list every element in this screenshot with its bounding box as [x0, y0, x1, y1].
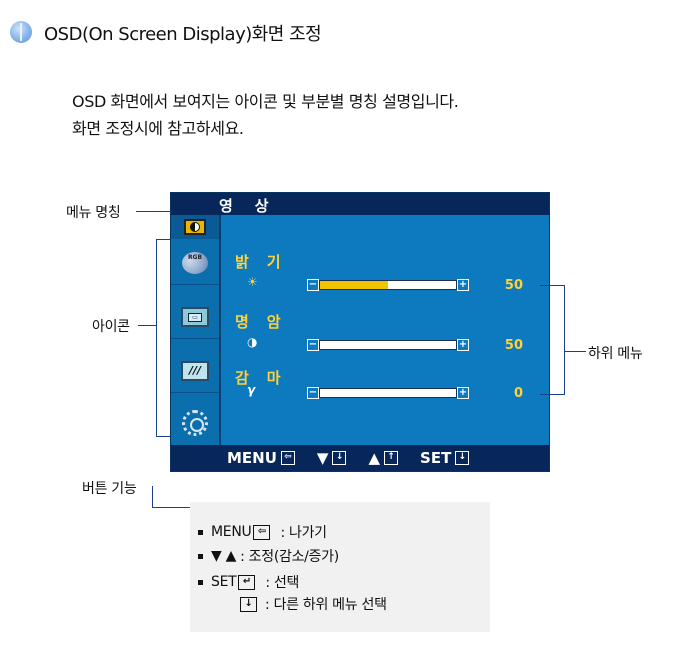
- callout-line-buttons: [152, 486, 153, 508]
- slider-plus-button[interactable]: +: [457, 279, 469, 291]
- up-arrow-icon: ↑: [384, 451, 399, 465]
- set-arrow-icon: ↓: [455, 451, 470, 465]
- osd-menu-title: 영상: [219, 197, 291, 215]
- contrast-value: 50: [504, 338, 523, 353]
- callout-line-icons: [138, 325, 156, 326]
- callout-bracket-submenu: [540, 285, 564, 286]
- osd-sidebar-item-setup[interactable]: [171, 401, 219, 445]
- brightness-value: 50: [504, 278, 523, 293]
- contrast-slider[interactable]: − +: [307, 339, 469, 351]
- slider-minus-button[interactable]: −: [307, 387, 319, 399]
- osd-set-button[interactable]: SET ↓: [420, 449, 470, 467]
- slider-track: [319, 388, 457, 398]
- slider-track: [319, 340, 457, 350]
- intro-text: OSD 화면에서 보여지는 아이콘 및 부분별 명칭 설명입니다. 화면 조정시…: [72, 88, 459, 142]
- slider-minus-button[interactable]: −: [307, 339, 319, 351]
- callout-submenu: 하위 메뉴: [588, 346, 643, 362]
- osd-row-label-brightness: 밝기: [235, 253, 299, 271]
- screen-position-icon: ▭: [181, 307, 209, 327]
- enter-icon: ↵: [238, 574, 256, 590]
- slider-minus-button[interactable]: −: [307, 279, 319, 291]
- gamma-value: 0: [513, 386, 523, 401]
- osd-row-label-contrast: 명암: [235, 313, 299, 331]
- brightness-slider[interactable]: − +: [307, 279, 469, 291]
- osd-sidebar-item-color[interactable]: RGB: [171, 241, 219, 285]
- osd-sidebar-item-tracking[interactable]: ///: [171, 349, 219, 393]
- sun-icon: ☀: [247, 275, 258, 289]
- osd-row-label-gamma: 감마: [235, 369, 299, 387]
- gamma-slider[interactable]: − +: [307, 387, 469, 399]
- osd-down-button[interactable]: ▼ ↓: [317, 449, 347, 467]
- button-legend: MENU ⇦ : 나가기 ▼ ▲ : 조정(감소/증가) SET ↵ : 선택 …: [190, 502, 490, 632]
- legend-set: SET ↵ : 선택: [198, 572, 299, 592]
- exit-icon: ⇦: [280, 451, 295, 465]
- callout-menu-name: 메뉴 명칭: [66, 205, 121, 221]
- intro-line-1: OSD 화면에서 보여지는 아이콘 및 부분별 명칭 설명입니다.: [72, 92, 459, 111]
- page-title: OSD(On Screen Display)화면 조정: [44, 24, 322, 45]
- tracking-icon: ///: [181, 361, 209, 381]
- osd-title-bar: 영상: [171, 193, 549, 215]
- intro-line-2: 화면 조정시에 참고하세요.: [72, 119, 244, 138]
- osd-panel: 영상 RGB ▭ /// 밝기 ☀ − + 50 명암 ◑ − +: [170, 192, 550, 472]
- slider-plus-button[interactable]: +: [457, 387, 469, 399]
- down-arrow-icon: ↓: [240, 596, 257, 612]
- osd-up-button[interactable]: ▲ ↑: [368, 449, 399, 467]
- osd-sidebar-item-brightness[interactable]: [171, 215, 219, 239]
- legend-adjust: ▼ ▲ : 조정(감소/증가): [198, 546, 339, 566]
- osd-button-bar: MENU ⇦ ▼ ↓ ▲ ↑ SET ↓: [171, 445, 549, 471]
- legend-menu: MENU ⇦ : 나가기: [198, 522, 327, 542]
- slider-track: [319, 280, 457, 290]
- exit-icon: ⇦: [253, 524, 271, 540]
- slider-plus-button[interactable]: +: [457, 339, 469, 351]
- osd-menu-button[interactable]: MENU ⇦: [227, 449, 295, 467]
- contrast-icon: ◑: [247, 335, 258, 349]
- legend-submenu: ↓ : 다른 하위 메뉴 선택: [238, 594, 387, 614]
- osd-icon-sidebar: RGB ▭ ///: [171, 215, 221, 447]
- header-bullet-icon: [10, 21, 32, 43]
- color-rgb-icon: RGB: [182, 252, 208, 274]
- callout-buttons: 버튼 기능: [82, 481, 137, 497]
- callout-line-menu-name: [136, 211, 172, 212]
- callout-icons: 아이콘: [92, 319, 130, 335]
- callout-bracket-icons: [156, 239, 157, 437]
- gamma-icon: γ: [247, 383, 256, 397]
- brightness-icon: [184, 219, 206, 235]
- down-arrow-icon: ↓: [332, 451, 347, 465]
- gear-icon: [182, 410, 208, 436]
- osd-sidebar-item-position[interactable]: ▭: [171, 295, 219, 339]
